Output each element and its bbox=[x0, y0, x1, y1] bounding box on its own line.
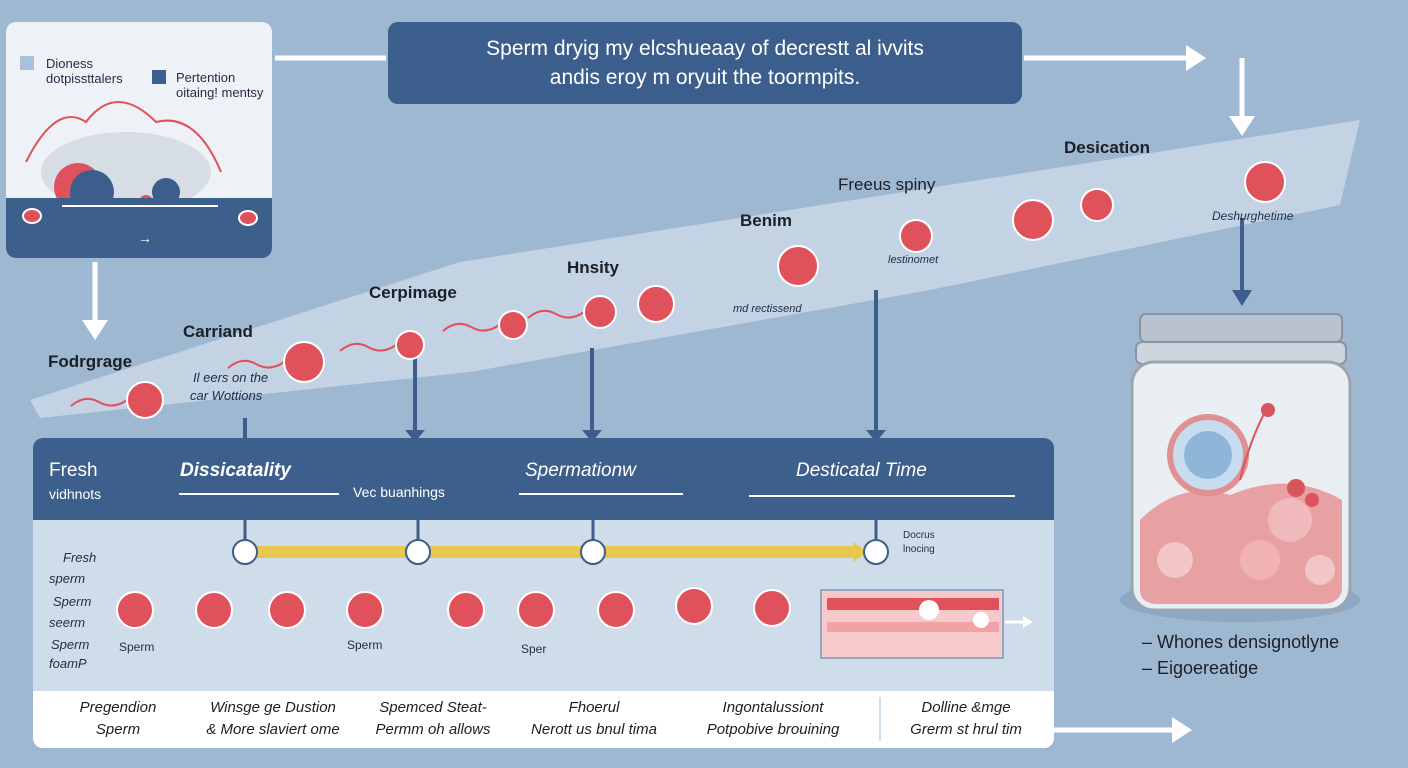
ribbon-sperm-cell-2 bbox=[283, 341, 325, 383]
down-connectors bbox=[243, 218, 1244, 440]
panel-cells bbox=[116, 587, 791, 629]
header-dissicatality: Dissicatality bbox=[180, 460, 291, 481]
legend-label-1: Dioness dotpissttalers bbox=[46, 56, 123, 86]
header-vec: Vec buanhings bbox=[353, 484, 445, 500]
ribbon-sperm-cell-2-tail bbox=[227, 359, 285, 369]
note-car-wottions: car Wottions bbox=[190, 388, 263, 403]
jar-label-1: – Whones densignotlyne bbox=[1142, 632, 1340, 652]
ribbon-sperm-cell-9 bbox=[1012, 199, 1054, 241]
stage-cerpimage: Cerpimage bbox=[369, 283, 457, 302]
note-ilears: Il eers on the bbox=[193, 370, 269, 385]
title-box: Sperm dryig my elcshueaay of decrestt al… bbox=[388, 22, 1022, 104]
ribbon-sperm-cell-1-tail bbox=[70, 397, 128, 407]
side-label-6: foamP bbox=[49, 656, 87, 671]
panel-sperm-cell-1 bbox=[116, 591, 154, 629]
flow-arrows bbox=[92, 55, 1245, 733]
legend-swatch-light bbox=[20, 56, 34, 70]
timeline-panel: Fresh vidhnots Dissicatality Vec buanhin… bbox=[33, 438, 1054, 748]
title-line-2: andis eroy m oryuit the toormpits. bbox=[549, 66, 861, 89]
cell-label-sper: Sper bbox=[521, 642, 547, 656]
side-label-5: Sperm bbox=[51, 637, 90, 652]
stage-carriand: Carriand bbox=[183, 322, 253, 341]
timeline-canvas bbox=[116, 493, 1033, 659]
side-label-3: Sperm bbox=[53, 594, 92, 609]
ribbon-sperm-cell-5-tail bbox=[527, 309, 585, 319]
header-destication-time: Desticatal Time bbox=[796, 460, 927, 481]
svg-text:→: → bbox=[138, 230, 152, 246]
panel-sperm-cell-2 bbox=[195, 591, 233, 629]
bottom-label-2: Winsge ge Dustion& More slaviert ome bbox=[206, 699, 340, 738]
legend-swatch-dark bbox=[152, 70, 166, 84]
panel-sperm-cell-8 bbox=[675, 587, 713, 625]
timeline-note-1: Docrus bbox=[903, 530, 935, 541]
panel-sperm-cell-9 bbox=[753, 589, 791, 627]
header-vidhnots: vidhnots bbox=[49, 486, 102, 502]
stage-benim: Benim bbox=[740, 211, 792, 230]
note-lestinomet: lestinomet bbox=[888, 254, 939, 266]
panel-sperm-cell-3 bbox=[268, 591, 306, 629]
ribbon-sperm-cell-1 bbox=[126, 381, 164, 419]
cell-label-sperm-1: Sperm bbox=[119, 640, 155, 654]
stage-desication: Desication bbox=[1064, 138, 1150, 157]
ribbon-sperm-cell-8 bbox=[899, 219, 933, 253]
arrow-heads bbox=[82, 45, 1255, 743]
inset-panel: Dioness dotpissttalers Pertention oitain… bbox=[6, 22, 272, 258]
ribbon-cells bbox=[70, 161, 1286, 419]
cell-label-sperm-2: Sperm bbox=[347, 638, 383, 652]
panel-header bbox=[33, 438, 1054, 520]
note-deshurghetime: Deshurghetime bbox=[1212, 209, 1294, 223]
process-ribbon bbox=[30, 120, 1360, 418]
ribbon-sperm-cell-3-tail bbox=[339, 342, 397, 352]
ribbon-sperm-cell-10 bbox=[1080, 188, 1114, 222]
timeline-nodes bbox=[232, 539, 889, 565]
ribbon-sperm-cell-4 bbox=[498, 310, 528, 340]
stage-freeus-spiny: Freeus spiny bbox=[838, 175, 936, 194]
side-label-2: sperm bbox=[49, 571, 86, 586]
note-md-rectisend: md rectissend bbox=[733, 303, 802, 315]
timeline-bar bbox=[255, 546, 855, 558]
ribbon-sperm-cell-3 bbox=[395, 330, 425, 360]
stage-hnsity: Hnsity bbox=[567, 258, 619, 277]
stage-fodrgrage: Fodrgrage bbox=[48, 352, 133, 371]
panel-sperm-cell-4 bbox=[346, 591, 384, 629]
legend-label-2: Pertention oitaing! mentsy bbox=[176, 70, 264, 100]
ribbon-sperm-cell-6 bbox=[637, 285, 675, 323]
ribbon-sperm-cell-11 bbox=[1244, 161, 1286, 203]
header-fresh: Fresh bbox=[49, 460, 98, 481]
panel-sperm-cell-5 bbox=[447, 591, 485, 629]
timeline-note-2: lnocing bbox=[903, 544, 935, 555]
title-line-1: Sperm dryig my elcshueaay of decrestt al… bbox=[486, 37, 924, 60]
panel-sperm-cell-7 bbox=[597, 591, 635, 629]
ribbon-sperm-cell-5 bbox=[583, 295, 617, 329]
side-label-4: seerm bbox=[49, 615, 86, 630]
inset-baseline-band bbox=[6, 198, 272, 258]
panel-sperm-cell-6 bbox=[517, 591, 555, 629]
ribbon-sperm-cell-4-tail bbox=[442, 322, 500, 332]
specimen-jar bbox=[1120, 313, 1360, 622]
side-label-1: Fresh bbox=[63, 550, 97, 565]
bottom-label-3: Spemced Steat-Permm oh allows bbox=[375, 699, 491, 738]
header-spermation: Spermationw bbox=[525, 460, 636, 481]
jar-label-2: – Eigoereatige bbox=[1142, 658, 1259, 678]
ribbon-sperm-cell-7 bbox=[777, 245, 819, 287]
